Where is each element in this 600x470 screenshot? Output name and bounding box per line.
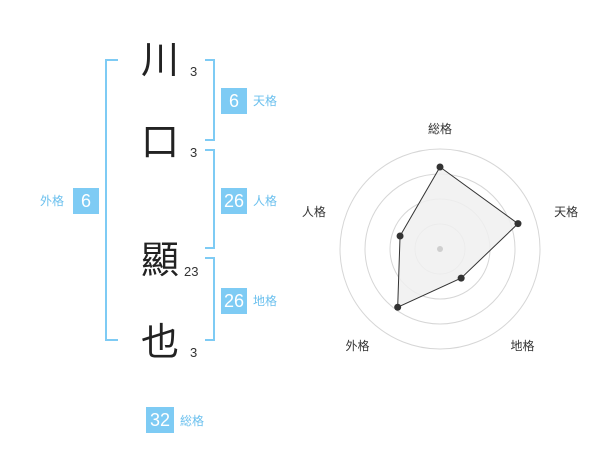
radar-axis-label: 地格 <box>511 338 535 353</box>
stroke-count-1: 3 <box>190 64 198 79</box>
chikaku-value: 26 <box>221 288 247 314</box>
stroke-count-4: 3 <box>190 345 198 360</box>
radar-axis-label: 人格 <box>302 204 326 219</box>
radar-point-2 <box>514 220 522 228</box>
jinkaku-value: 26 <box>221 188 247 214</box>
outer-bracket <box>105 59 118 341</box>
radar-ring <box>339 148 541 350</box>
name-char-1: 川 <box>140 38 179 82</box>
tenkaku-value: 6 <box>221 88 247 114</box>
radar-point-5 <box>396 232 404 240</box>
radar-polygon <box>397 166 519 309</box>
gaikaku-value: 6 <box>73 188 99 214</box>
radar-point-4 <box>394 303 402 311</box>
name-char-4: 也 <box>140 320 179 364</box>
radar-axis-label: 総格 <box>428 121 452 136</box>
chikaku-bracket <box>205 257 215 341</box>
soukaku-label: 総格 <box>180 414 205 428</box>
radar-axis-label: 天格 <box>554 204 578 219</box>
jinkaku-label: 人格 <box>253 194 278 208</box>
soukaku-value: 32 <box>146 407 174 433</box>
gaikaku-label: 外格 <box>40 194 65 208</box>
radar-axis-label: 外格 <box>345 338 369 353</box>
tenkaku-bracket <box>205 59 215 141</box>
radar-center-dot <box>437 246 443 252</box>
name-char-2: 口 <box>140 120 179 164</box>
stroke-count-3: 23 <box>184 264 199 279</box>
radar-point-3 <box>457 274 465 282</box>
name-char-3: 顯 <box>140 238 179 282</box>
chikaku-label: 地格 <box>253 294 278 308</box>
radar-point-1 <box>436 163 444 171</box>
stroke-count-2: 3 <box>190 145 198 160</box>
tenkaku-label: 天格 <box>253 94 278 108</box>
jinkaku-bracket <box>205 149 215 249</box>
